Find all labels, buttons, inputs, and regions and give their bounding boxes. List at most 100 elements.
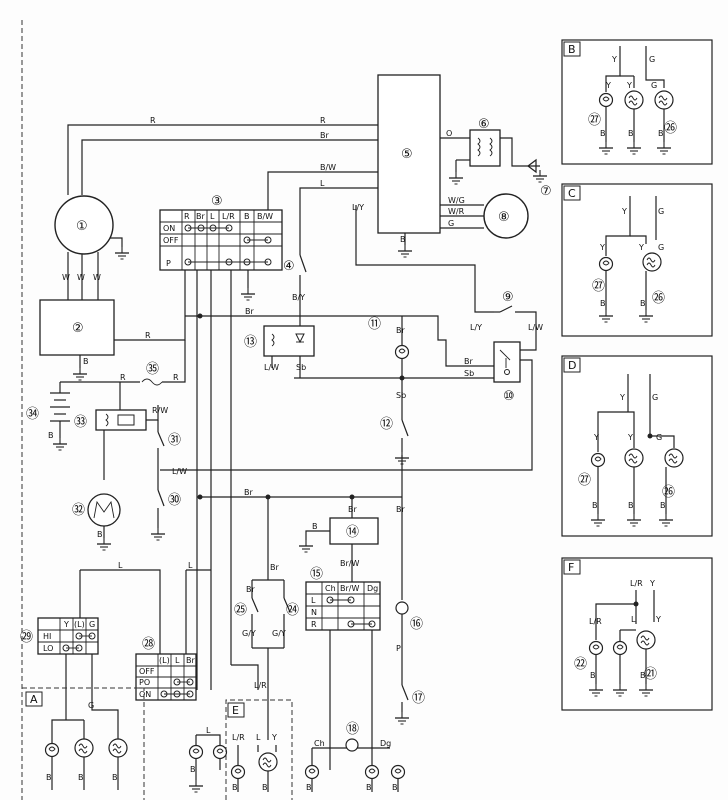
svg-text:G/Y: G/Y	[242, 629, 256, 638]
svg-text:Ch: Ch	[314, 739, 325, 748]
main-unit: ⑤ B O W/G W/R G B/W L L/Y	[320, 74, 465, 258]
svg-text:㉖: ㉖	[662, 485, 675, 500]
svg-text:L: L	[311, 596, 316, 605]
svg-text:(L): (L)	[74, 620, 85, 629]
svg-text:Dg: Dg	[380, 739, 391, 748]
cdi-unit: ② B R	[39, 268, 186, 381]
svg-text:B: B	[78, 773, 84, 782]
svg-text:①: ①	[76, 219, 88, 234]
relay-10: ⑩	[160, 341, 533, 471]
svg-text:L: L	[175, 656, 180, 665]
svg-text:G: G	[448, 219, 454, 228]
svg-text:ON: ON	[139, 690, 151, 699]
ignition-coil: ⑥ ⑦	[448, 117, 552, 199]
svg-text:Y: Y	[621, 207, 627, 216]
svg-text:C: C	[568, 187, 576, 200]
svg-text:W/G: W/G	[448, 196, 465, 205]
svg-text:⑮: ⑮	[310, 567, 323, 582]
svg-text:㉖: ㉖	[664, 121, 677, 136]
svg-text:G/Y: G/Y	[272, 629, 286, 638]
svg-text:L/W: L/W	[528, 323, 543, 332]
svg-text:OFF: OFF	[163, 236, 179, 245]
svg-text:㉞: ㉞	[26, 407, 39, 422]
flasher-relay: ⑭ B Br/W	[298, 517, 379, 582]
battery-circuit: R ㉟ R B ㉞ ㉝ R/W ㉛ L/W ㉚ ㉜	[26, 340, 187, 551]
svg-text:②: ②	[72, 321, 84, 336]
svg-text:L: L	[188, 561, 193, 570]
svg-text:B: B	[262, 783, 268, 792]
svg-text:④: ④	[283, 259, 295, 274]
svg-text:L: L	[256, 733, 261, 742]
svg-text:L/R: L/R	[232, 733, 245, 742]
svg-text:L/R: L/R	[630, 579, 643, 588]
svg-text:Y: Y	[627, 433, 633, 442]
svg-text:W/R: W/R	[448, 207, 465, 216]
svg-text:W: W	[93, 273, 101, 282]
svg-text:G: G	[651, 81, 657, 90]
dimmer-switch: L Y (L) G HI LO ㉙ G	[20, 561, 161, 720]
svg-text:R: R	[145, 331, 151, 340]
svg-text:B: B	[112, 773, 118, 782]
svg-text:B: B	[568, 43, 576, 56]
svg-text:㉘: ㉘	[142, 637, 155, 652]
svg-text:Y: Y	[649, 579, 655, 588]
svg-text:B: B	[628, 501, 634, 510]
svg-text:Br: Br	[464, 357, 473, 366]
top-wiring	[67, 124, 540, 351]
brake-switches: Br Br ㉕ ㉔ G/Y G/Y	[234, 563, 299, 740]
svg-text:Y: Y	[599, 243, 605, 252]
svg-text:Br/W: Br/W	[340, 559, 359, 568]
panel-b: B Y G Y Y G ㉗ ㉖ B B B	[561, 39, 713, 165]
svg-text:G: G	[652, 393, 658, 402]
svg-text:PO: PO	[139, 678, 150, 687]
svg-text:E: E	[232, 704, 239, 717]
svg-text:R: R	[311, 620, 317, 629]
panel-e: E L/R L Y B B	[225, 699, 293, 800]
svg-text:W: W	[77, 273, 85, 282]
svg-text:B: B	[628, 129, 634, 138]
svg-text:D: D	[568, 359, 576, 372]
svg-text:OFF: OFF	[139, 667, 155, 676]
svg-text:P: P	[166, 259, 171, 268]
svg-text:Y: Y	[626, 81, 632, 90]
svg-text:L: L	[631, 615, 636, 624]
svg-text:㉟: ㉟	[146, 362, 159, 377]
svg-text:R: R	[320, 116, 326, 125]
main-switch: R Br L L/R B B/W ON OFF P ③	[159, 194, 283, 690]
svg-text:ON: ON	[163, 224, 175, 233]
horn-circuit: ⑯ P ⑰	[394, 601, 425, 725]
svg-text:⑧: ⑧	[498, 210, 510, 225]
svg-text:L: L	[118, 561, 123, 570]
svg-text:Br: Br	[396, 326, 405, 335]
svg-text:Br: Br	[186, 656, 195, 665]
middle-wiring: Br Br ⑪ Sb ⑫ Br Sb	[185, 307, 494, 465]
svg-text:L: L	[320, 179, 325, 188]
br-bus: Br Br Br	[197, 455, 405, 600]
svg-text:B: B	[590, 671, 596, 680]
svg-text:L: L	[210, 212, 215, 221]
svg-text:B: B	[640, 299, 646, 308]
svg-text:R: R	[173, 373, 179, 382]
panel-a: A B B B	[22, 687, 145, 800]
svg-text:⑱: ⑱	[346, 722, 359, 737]
svg-text:B: B	[306, 783, 312, 792]
svg-text:⑪: ⑪	[368, 317, 381, 332]
svg-text:㉜: ㉜	[72, 503, 85, 518]
svg-text:㉒: ㉒	[574, 657, 587, 672]
svg-text:Br: Br	[270, 563, 279, 572]
svg-text:G: G	[649, 55, 655, 64]
svg-text:G: G	[89, 620, 95, 629]
svg-text:Dg: Dg	[367, 584, 378, 593]
svg-text:⑯: ⑯	[410, 617, 423, 632]
svg-text:Br: Br	[244, 488, 253, 497]
svg-text:Y: Y	[271, 733, 277, 742]
panel-c: C Y G Y Y G ㉗ ㉖ B B	[561, 183, 713, 337]
relay-13: ⑬ L/W Sb	[244, 325, 315, 378]
svg-text:㉗: ㉗	[578, 473, 591, 488]
svg-text:B: B	[658, 129, 664, 138]
svg-text:B: B	[48, 431, 54, 440]
svg-text:㉚: ㉚	[168, 493, 181, 508]
svg-text:B: B	[232, 783, 238, 792]
svg-text:G: G	[88, 701, 94, 710]
